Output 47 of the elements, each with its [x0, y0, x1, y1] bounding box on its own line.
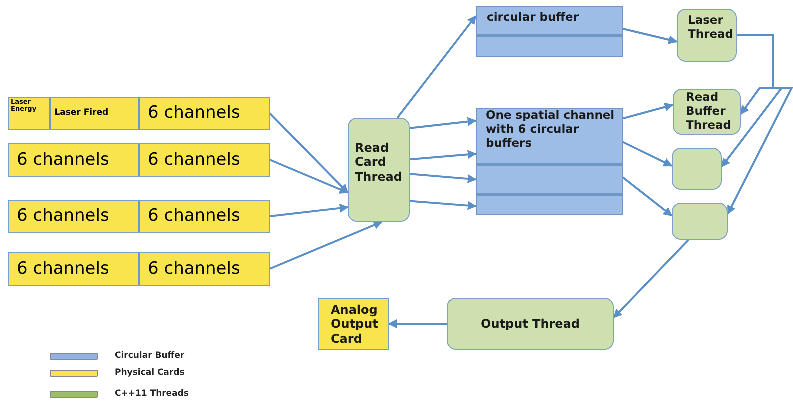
- arrow: [410, 117, 477, 130]
- thread-box: [677, 9, 737, 62]
- node-label: Laser Thread: [688, 14, 732, 42]
- arrow: [622, 102, 674, 120]
- card-label: Laser Fired: [54, 108, 109, 118]
- arrow: [727, 34, 793, 215]
- thread-box: [673, 89, 741, 135]
- arrow: [410, 173, 477, 184]
- arrow: [622, 28, 678, 44]
- legend-label: Circular Buffer: [115, 351, 185, 361]
- arrow: [270, 159, 349, 194]
- arrow: [396, 15, 477, 119]
- card-label: 6 channels: [148, 260, 240, 278]
- card-label: 6 channels: [148, 207, 240, 226]
- node-label: Read Buffer Thread: [686, 91, 732, 132]
- thread-box: [672, 148, 722, 190]
- circular-buffer-box: [476, 6, 623, 57]
- physical-card-bar: [8, 97, 270, 130]
- thread-box: [672, 203, 728, 240]
- thread-box: [447, 298, 614, 350]
- node-label: Read Card Thread: [355, 141, 404, 184]
- node-label: Output Thread: [480, 316, 581, 332]
- node-label: circular buffer: [487, 11, 580, 25]
- arrow: [270, 220, 383, 270]
- arrow: [269, 112, 349, 194]
- legend-label: C++11 Threads: [115, 389, 189, 399]
- physical-card-bar: [8, 143, 270, 177]
- arrow: [410, 150, 477, 161]
- circular-buffer-box: [476, 108, 623, 215]
- card-label: 6 channels: [148, 104, 240, 123]
- node-label: One spatial channel with 6 circular buffers: [486, 109, 616, 150]
- card-label: 6 channels: [148, 150, 240, 170]
- card-label: 6 channels: [17, 260, 110, 278]
- arrow: [388, 320, 447, 328]
- arrow: [613, 239, 690, 318]
- physical-card-bar: [8, 252, 270, 286]
- arrow: [270, 204, 349, 218]
- card-label: 6 channels: [17, 207, 110, 226]
- thread-box: [348, 118, 410, 222]
- physical-card-box: [318, 298, 389, 350]
- arrow: [622, 176, 673, 217]
- physical-card-bar: [8, 200, 270, 233]
- arrow: [410, 200, 477, 210]
- arrow: [622, 141, 673, 167]
- legend-label: Physical Cards: [115, 368, 185, 378]
- node-label: Analog Output Card: [331, 303, 380, 346]
- card-label: 6 channels: [17, 150, 110, 170]
